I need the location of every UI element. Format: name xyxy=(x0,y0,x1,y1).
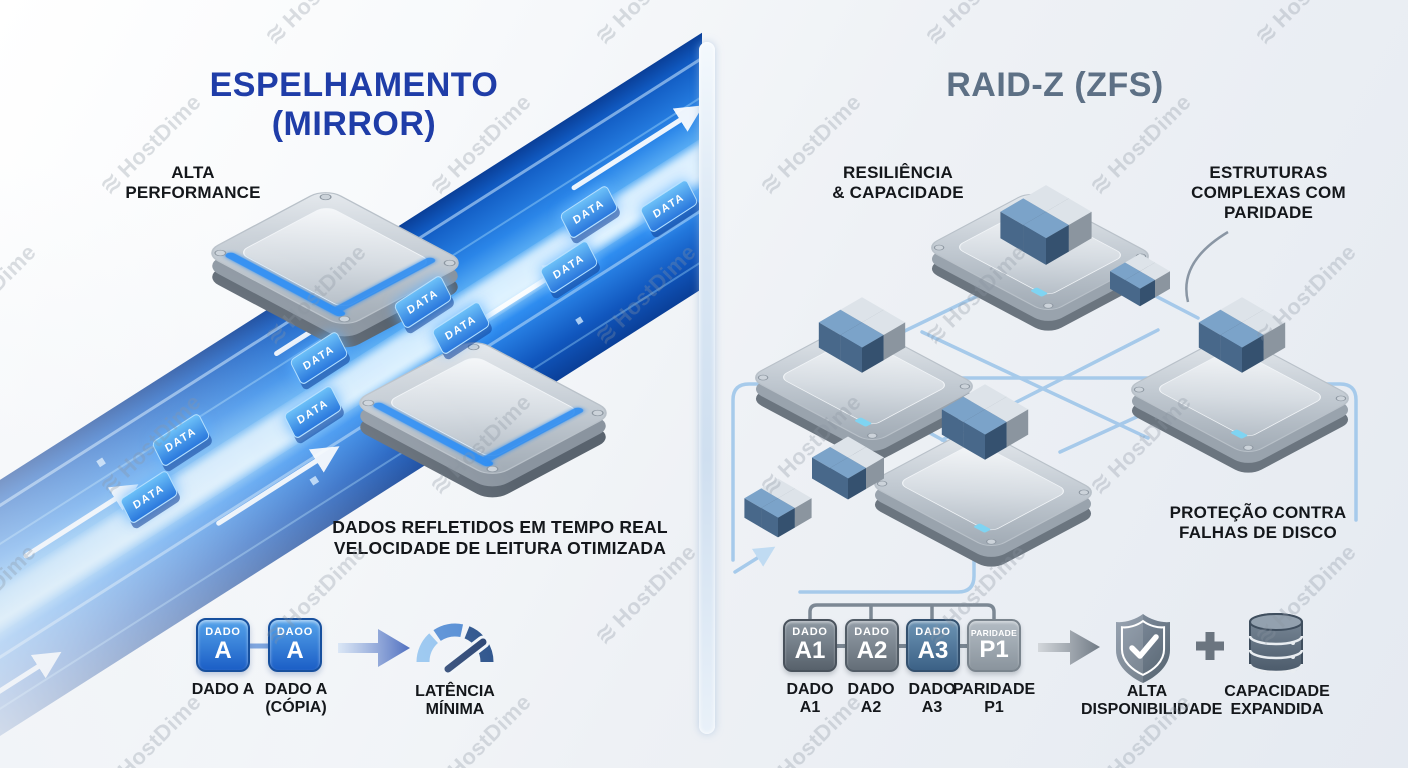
data-block-a2: DADO A2 xyxy=(845,619,899,672)
label-paridade-p1: PARIDADE P1 xyxy=(952,681,1036,716)
block-cluster xyxy=(744,479,811,538)
label-capacidade-expandida: CAPACIDADE EXPANDIDA xyxy=(1224,683,1330,718)
panel-divider xyxy=(699,42,715,734)
parity-block-p1: PARIDADE P1 xyxy=(967,619,1021,672)
data-block-a-copy: DAOO A xyxy=(268,618,322,672)
data-block-a1: DADO A1 xyxy=(783,619,837,672)
raidz-title: RAID-Z (ZFS) xyxy=(946,66,1164,104)
label-alta-disponibilidade: ALTA DISPONIBILIDADE xyxy=(1081,683,1223,718)
result-arrow-icon xyxy=(1038,630,1100,665)
label-pointer-line xyxy=(1185,230,1229,303)
label-latencia-minima: LATÊNCIA MÍNIMA xyxy=(415,683,495,718)
speed-arrow-icon xyxy=(338,629,410,667)
label-dado-a-copia: DADO A (CÓPIA) xyxy=(264,681,328,716)
mirror-title: ESPELHAMENTO (MIRROR) xyxy=(209,66,499,143)
data-block-a: DADO A xyxy=(196,618,250,672)
data-block-a3: DADO A3 xyxy=(906,619,960,672)
mirror-caption: DADOS REFLETIDOS EM TEMPO REAL VELOCIDAD… xyxy=(332,517,668,558)
protection-label: PROTEÇÃO CONTRA FALHAS DE DISCO xyxy=(1169,503,1347,543)
database-stack-icon xyxy=(1248,613,1304,674)
gauge-icon xyxy=(416,623,494,676)
alta-performance-label: ALTA PERFORMANCE xyxy=(125,163,261,203)
structures-label: ESTRUTURAS COMPLEXAS COM PARIDADE xyxy=(1191,163,1346,223)
label-dado-a: DADO A xyxy=(191,681,255,698)
shield-check-icon xyxy=(1116,614,1170,683)
resilience-label: RESILIÊNCIA & CAPACIDADE xyxy=(832,163,964,203)
plus-icon xyxy=(1196,632,1224,660)
